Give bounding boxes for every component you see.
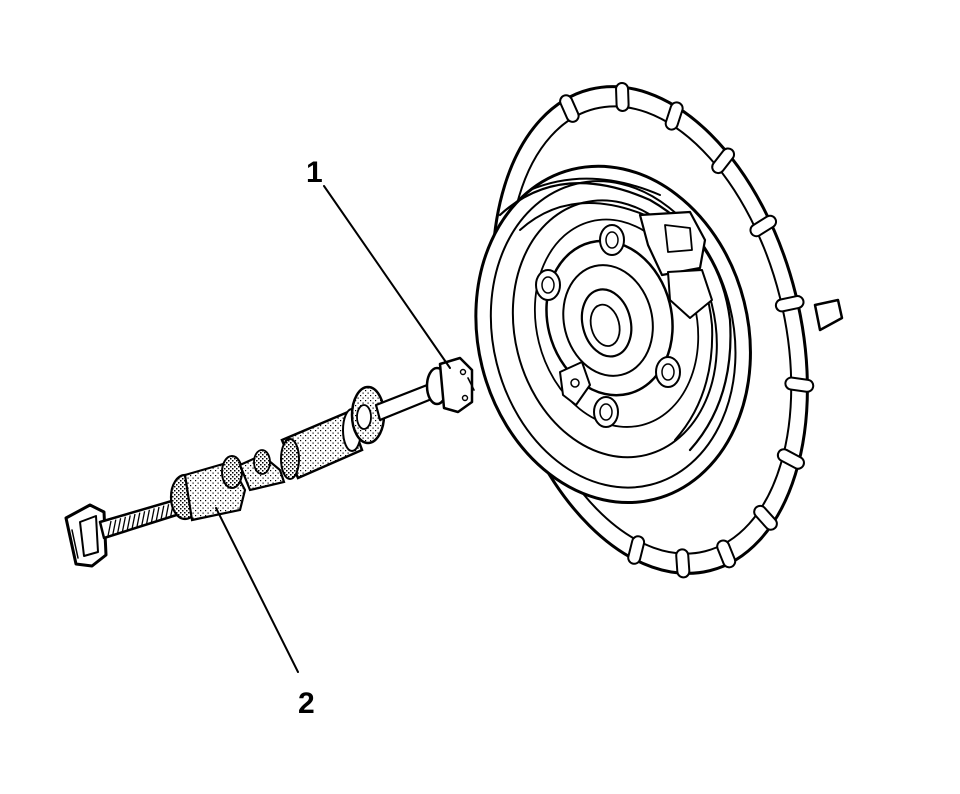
thread-line [145,509,151,525]
thread-line [155,506,160,523]
actuator-block [638,210,713,319]
hub-bolts [535,224,681,428]
shoe-upper-arc [529,177,661,196]
thread-line [112,519,117,535]
thread-line [131,513,136,530]
callout-2: 2 [215,507,315,720]
tool-collar [238,449,286,492]
thread-line [140,511,146,527]
flange-slot [784,376,815,393]
thread-line [136,512,141,528]
hub-bolt-boss [599,224,625,256]
flange-slot [675,548,691,579]
thread-line [160,505,165,521]
flange-slot [711,147,736,175]
puller-tool [64,356,475,568]
hub-bolt-boss [535,269,561,301]
clutch-plate-assembly [474,81,844,579]
flange-slot [749,214,778,238]
thread-line [150,508,155,524]
thread-line [107,520,112,537]
flange-slot [615,81,630,112]
flange-slot [774,295,805,313]
center-hub [545,239,674,397]
t-handle [64,503,108,568]
callout-1: 1 [306,156,451,369]
flange-slot [559,94,580,123]
flange-slot [753,504,778,531]
thread-line [164,504,170,520]
hub-bolt-hole [599,403,613,421]
leader-line-2 [215,507,299,673]
flange-slot [664,101,684,131]
hub-bolt-hole [605,231,619,249]
forcing-nut [169,455,247,522]
leader-line-1 [323,185,451,369]
thrust-washer [350,385,386,445]
flange-slot [627,535,646,565]
mounting-tab [813,298,844,332]
thread-line [116,518,122,534]
callout-label-1: 1 [306,156,323,189]
thread-line [126,515,131,531]
thread-line [121,516,127,532]
tool-body-cylinder [280,408,364,480]
flange-slot [776,448,805,470]
hub-bolt-boss [655,356,681,388]
adapter-tip [425,356,475,414]
hub-bolt-hole [541,276,555,294]
adjuster-clip [559,361,591,406]
hub-bolt-hole [661,363,675,381]
callout-label-2: 2 [298,687,315,720]
hub-bolt-boss [593,396,619,428]
flange-slot [716,539,737,569]
flange-slots [559,81,815,579]
